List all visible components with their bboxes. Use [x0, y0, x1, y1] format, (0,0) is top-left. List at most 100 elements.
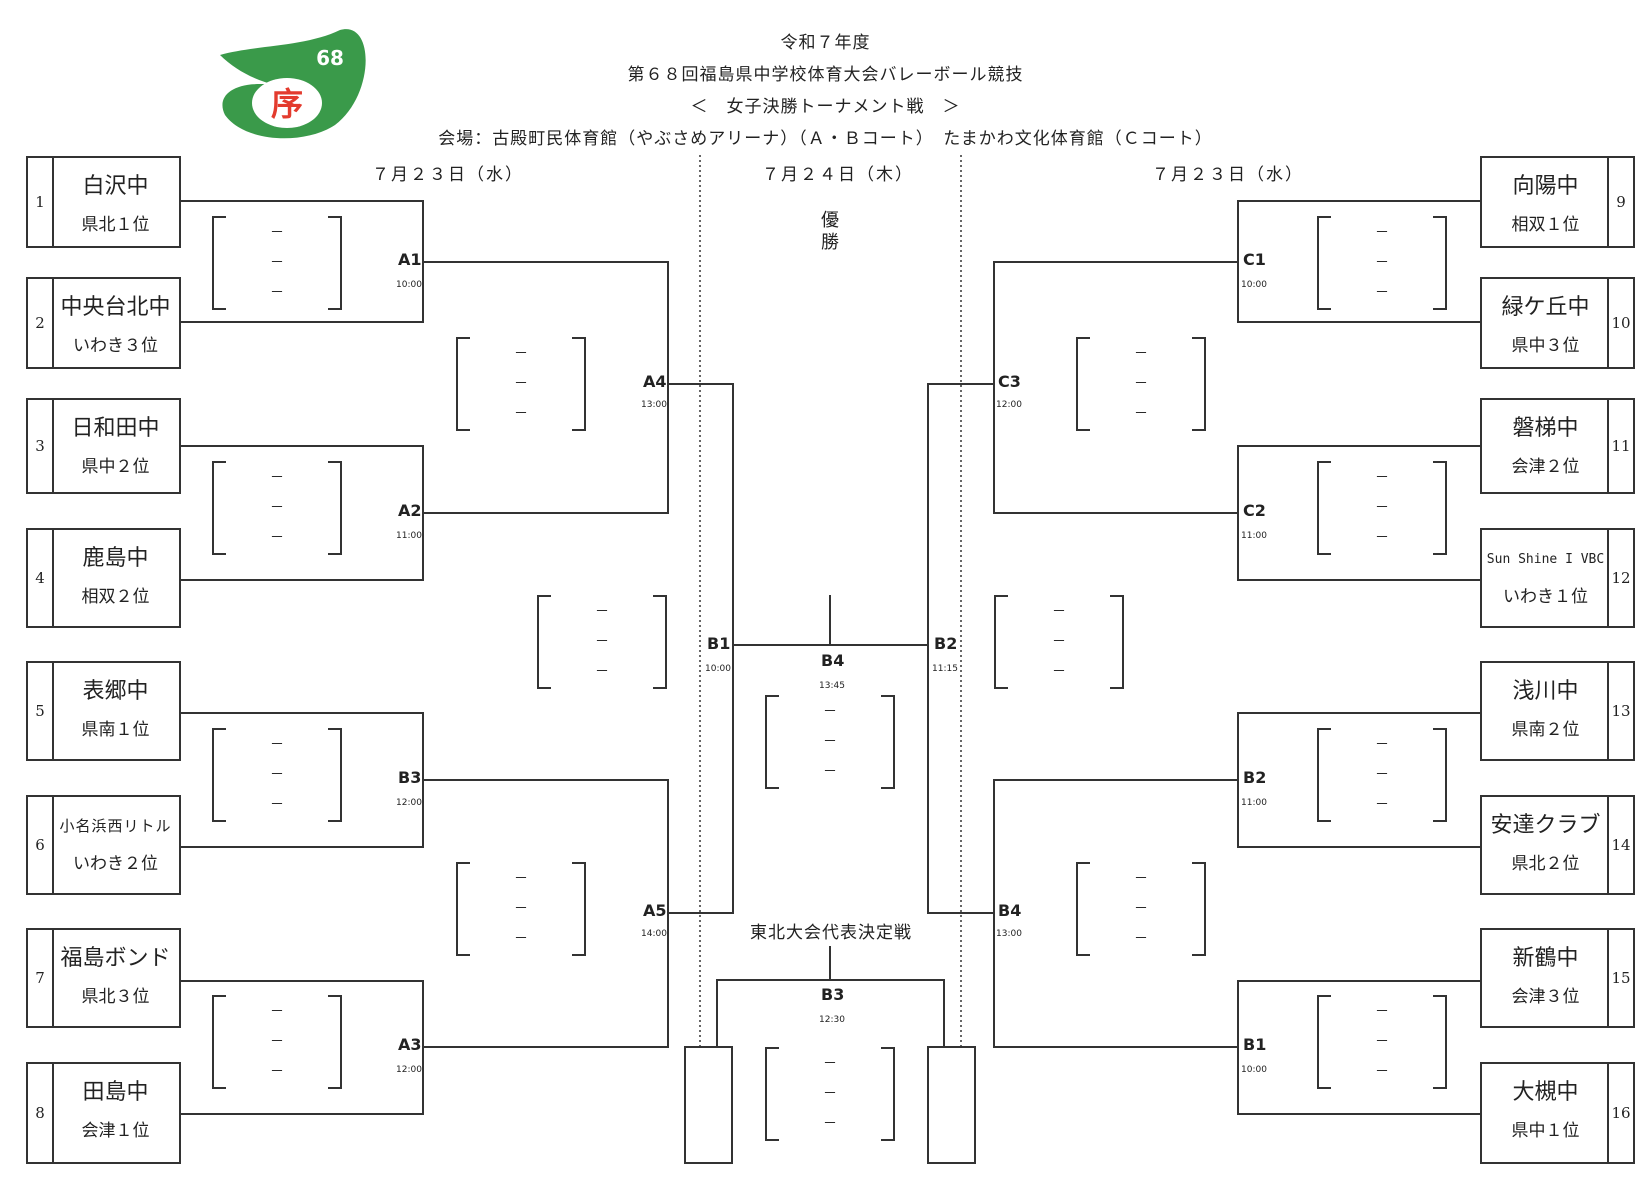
team-region: 県北１位: [81, 215, 150, 235]
header-year: 令和７年度: [780, 33, 871, 53]
team-name: 向陽中: [1512, 174, 1579, 199]
team-name: 磐梯中: [1512, 416, 1579, 441]
team-3: 3 日和田中 県中２位: [26, 398, 181, 494]
team-name: Sun Shine I VBC: [1486, 552, 1605, 567]
team-14: 14 安達クラブ 県北２位: [1480, 795, 1635, 895]
match-id: B2: [1243, 768, 1267, 787]
champion-label: 優勝: [821, 210, 839, 253]
team-region: 県北２位: [1511, 854, 1580, 874]
team-region: いわき１位: [1503, 587, 1588, 607]
team-number: 6: [28, 797, 54, 893]
score-box-b1r: －－－: [1317, 995, 1447, 1089]
team-number: 1: [28, 158, 54, 246]
team-region: いわき２位: [73, 854, 158, 874]
team-11: 11 磐梯中 会津２位: [1480, 398, 1635, 494]
score-box-b2f: －－－: [994, 595, 1124, 689]
bracket-c3: [993, 261, 1238, 514]
loser-box-right: [927, 1046, 976, 1164]
team-name: 鹿島中: [82, 546, 149, 571]
team-number: 8: [28, 1064, 54, 1162]
team-name: 安達クラブ: [1490, 813, 1601, 838]
match-time: 13:00: [641, 400, 667, 410]
match-id: C3: [998, 372, 1021, 391]
match-id: B4: [998, 901, 1022, 920]
match-id: C2: [1243, 501, 1266, 520]
match-time: 12:00: [996, 400, 1022, 410]
match-id: B1: [1243, 1035, 1267, 1054]
team-number: 12: [1607, 530, 1633, 626]
match-id: A4: [643, 372, 667, 391]
team-6: 6 小名浜西リトル いわき２位: [26, 795, 181, 895]
match-time: 14:00: [641, 929, 667, 939]
team-1: 1 白沢中 県北１位: [26, 156, 181, 248]
team-region: 会津２位: [1511, 457, 1580, 477]
team-region: 会津３位: [1511, 987, 1580, 1007]
team-number: 14: [1607, 797, 1633, 893]
team-13: 13 浅川中 県南２位: [1480, 661, 1635, 761]
score-box-a4: －－－: [456, 337, 586, 431]
team-name: 緑ケ丘中: [1501, 295, 1590, 320]
team-name: 新鶴中: [1512, 946, 1579, 971]
match-id: A2: [398, 501, 422, 520]
match-time: 13:45: [819, 681, 845, 691]
score-box-b2r: －－－: [1317, 728, 1447, 822]
match-id: A5: [643, 901, 667, 920]
team-8: 8 田島中 会津１位: [26, 1062, 181, 1164]
match-time: 11:00: [1241, 531, 1267, 541]
score-box-final: －－－: [765, 695, 895, 789]
match-id: B4: [821, 651, 845, 670]
header-subtitle: ＜ 女子決勝トーナメント戦 ＞: [690, 97, 961, 117]
score-box-c2: －－－: [1317, 461, 1447, 555]
team-region: 県南１位: [81, 720, 150, 740]
team-name: 福島ボンド: [60, 946, 171, 971]
match-time: 11:15: [932, 664, 958, 674]
score-box-b4r: －－－: [1076, 862, 1206, 956]
team-number: 7: [28, 930, 54, 1026]
team-number: 13: [1607, 663, 1633, 759]
team-10: 10 緑ケ丘中 県中３位: [1480, 277, 1635, 369]
team-name: 浅川中: [1512, 679, 1579, 704]
match-id: B3: [398, 768, 422, 787]
match-id: B2: [934, 634, 958, 653]
header-event: 第６８回福島県中学校体育大会バレーボール競技: [627, 65, 1024, 85]
match-time: 13:00: [996, 929, 1022, 939]
score-box-a1: －－－: [212, 216, 342, 310]
team-9: 9 向陽中 相双１位: [1480, 156, 1635, 248]
team-16: 16 大槻中 県中１位: [1480, 1062, 1635, 1164]
team-5: 5 表郷中 県南１位: [26, 661, 181, 761]
team-number: 4: [28, 530, 54, 626]
team-region: 県中２位: [81, 457, 150, 477]
score-box-b3l: －－－: [212, 728, 342, 822]
team-number: 16: [1607, 1064, 1633, 1162]
team-15: 15 新鶴中 会津３位: [1480, 928, 1635, 1028]
third-place-label: 東北大会代表決定戦: [750, 923, 912, 943]
team-region: 相双２位: [81, 587, 150, 607]
loser-box-left: [684, 1046, 733, 1164]
team-region: 会津１位: [81, 1121, 150, 1141]
team-number: 3: [28, 400, 54, 492]
date-left: ７月２３日（水）: [372, 165, 524, 185]
score-box-a5: －－－: [456, 862, 586, 956]
match-id: C1: [1243, 250, 1266, 269]
match-time: 10:00: [396, 280, 422, 290]
header-venue: 会場：古殿町民体育館（やぶさめアリーナ）（Ａ・Ｂコート） たまかわ文化体育館（Ｃ…: [438, 129, 1213, 149]
match-time: 12:00: [396, 1065, 422, 1075]
score-box-third: －－－: [765, 1047, 895, 1141]
team-4: 4 鹿島中 相双２位: [26, 528, 181, 628]
team-region: 県北３位: [81, 987, 150, 1007]
match-id: A1: [398, 250, 422, 269]
match-id: B1: [707, 634, 731, 653]
score-box-a3: －－－: [212, 995, 342, 1089]
match-time: 10:00: [705, 664, 731, 674]
team-number: 15: [1607, 930, 1633, 1026]
team-region: 相双１位: [1511, 215, 1580, 235]
team-region: 県中３位: [1511, 336, 1580, 356]
logo-symbol: 序: [271, 85, 303, 123]
team-number: 11: [1607, 400, 1633, 492]
match-time: 11:00: [1241, 798, 1267, 808]
date-center: ７月２４日（木）: [762, 165, 914, 185]
match-time: 12:00: [396, 798, 422, 808]
tournament-logo: 序 68: [220, 29, 366, 139]
team-name: 白沢中: [82, 174, 149, 199]
